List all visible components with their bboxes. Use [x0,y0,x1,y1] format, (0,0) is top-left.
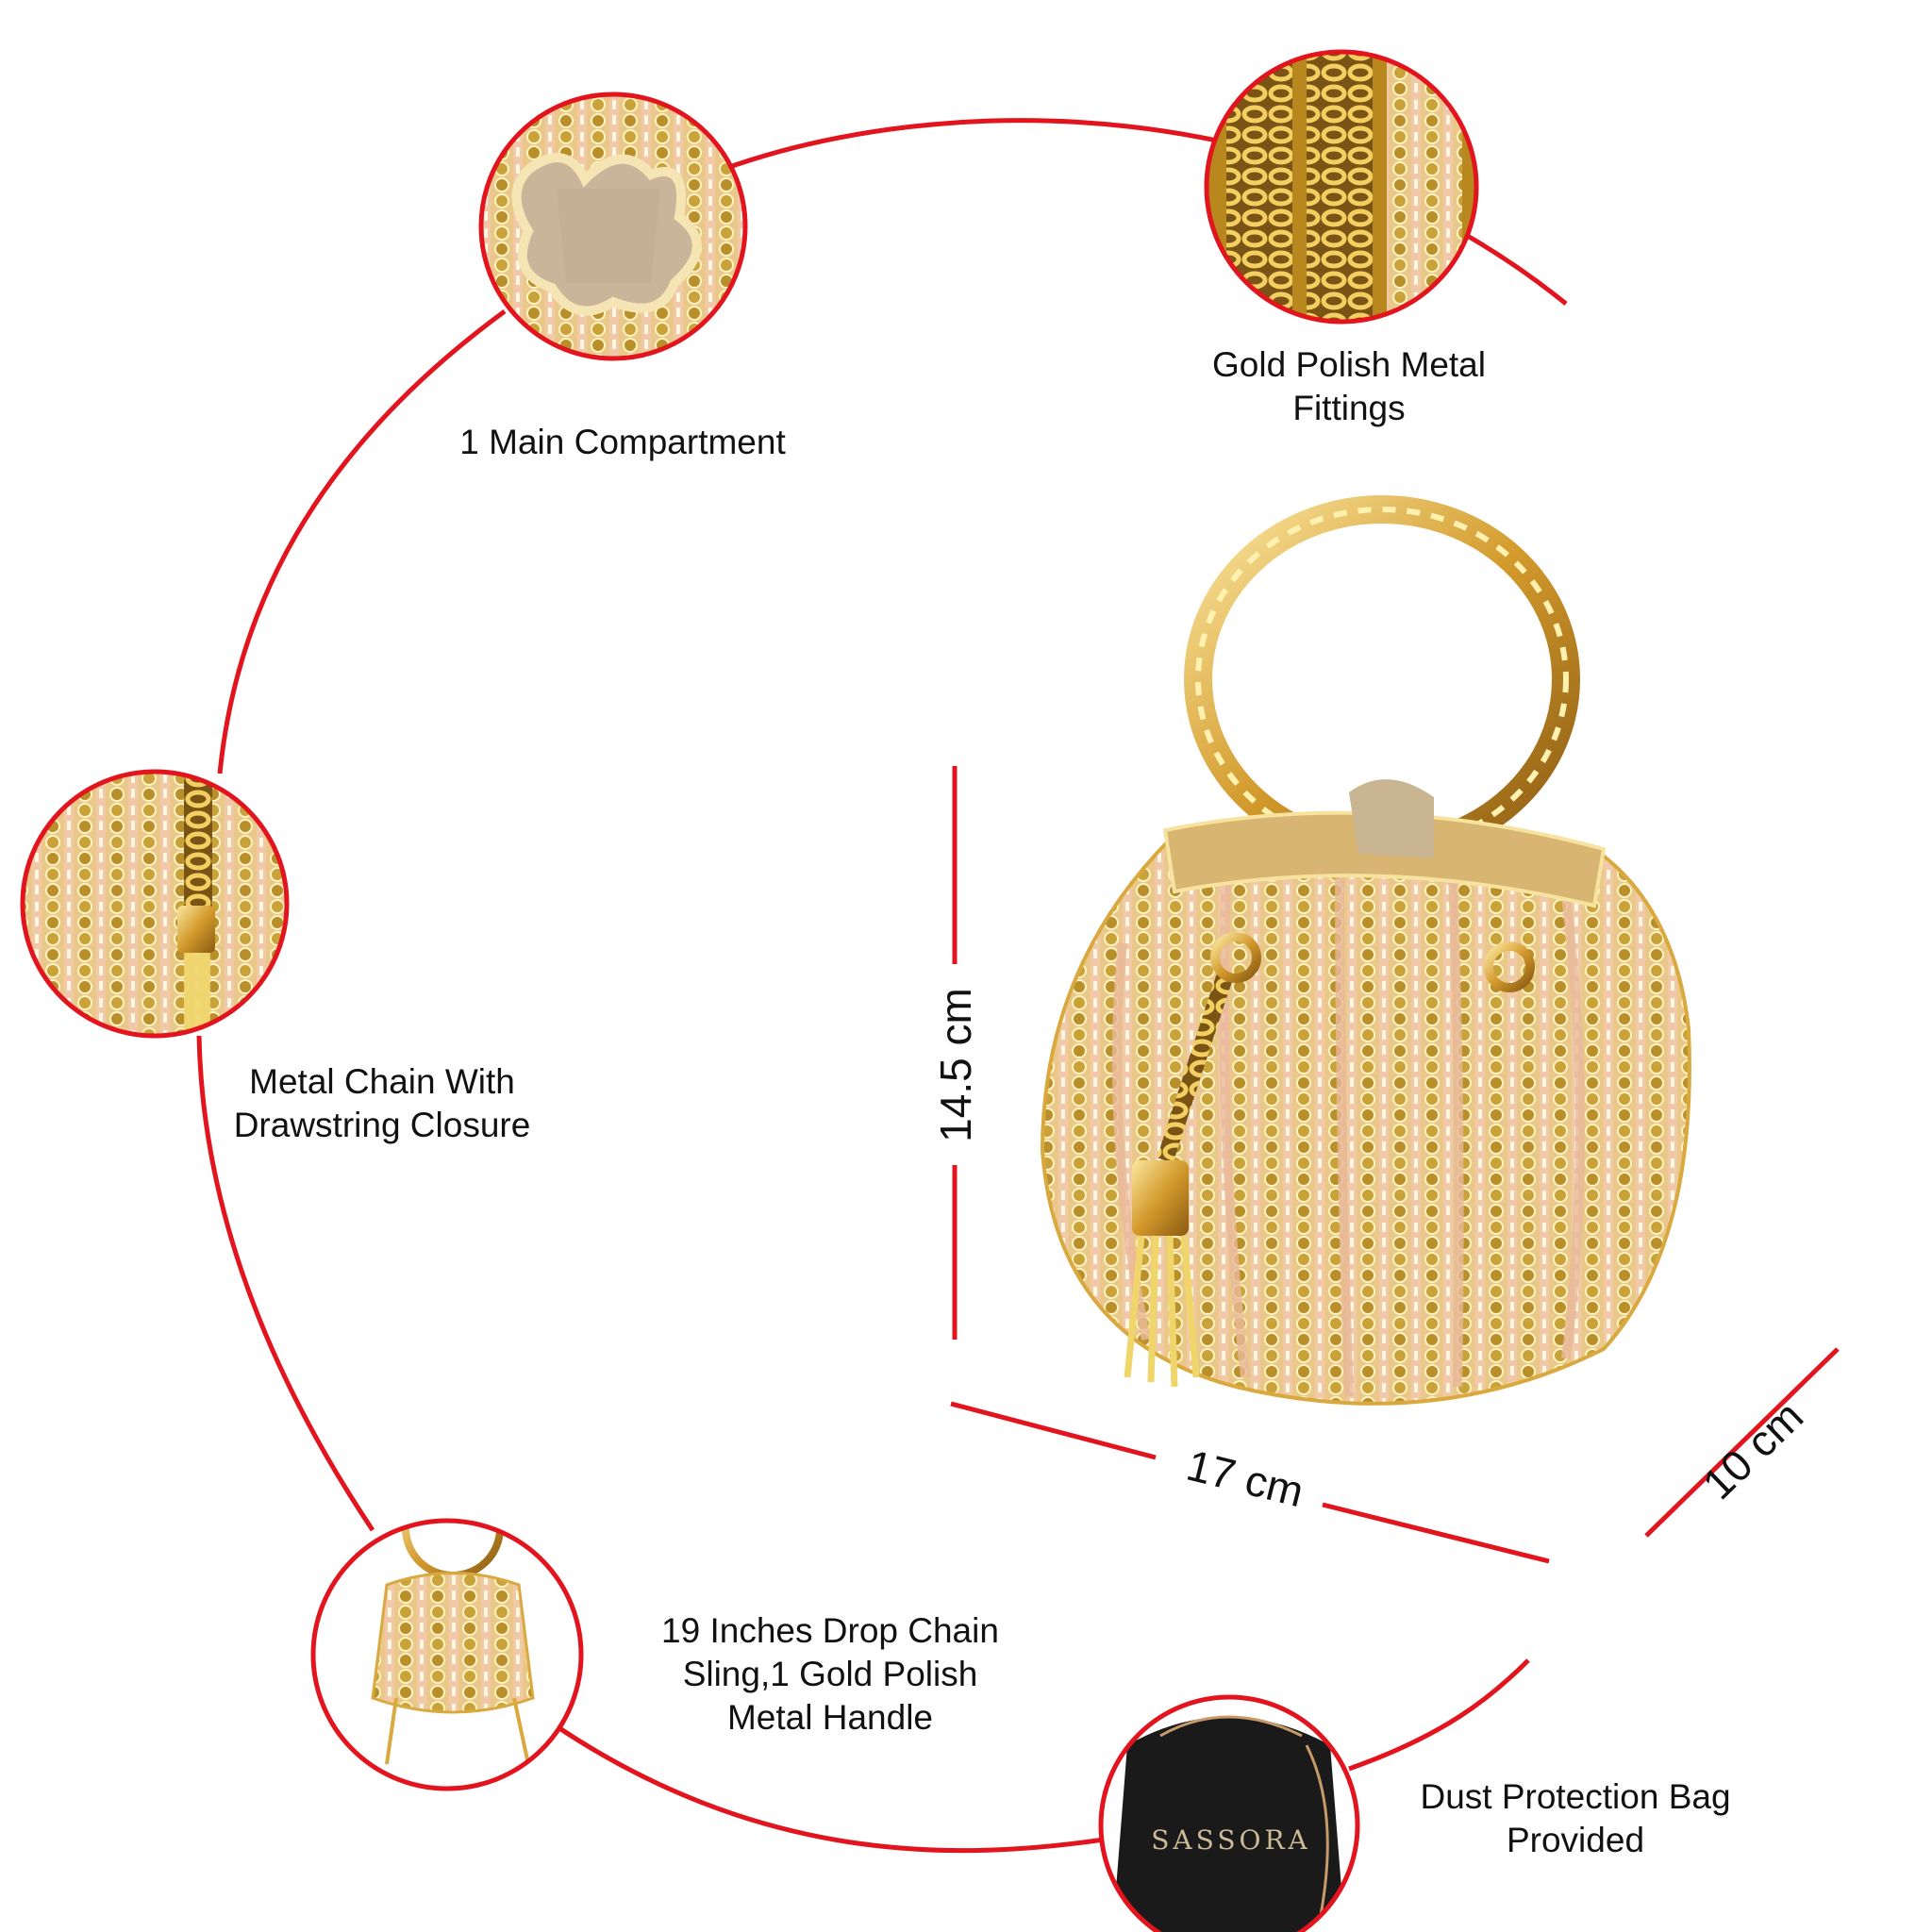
fittings-caption: Gold Polish Metal Fittings [1170,343,1528,430]
connector-arc-left [196,308,1530,1854]
handbag-product-image [1040,495,1691,1406]
dust-bag-brand: SASSORA [1151,1824,1311,1856]
sling-caption: 19 Inches Drop Chain Sling,1 Gold Polish… [641,1609,1019,1740]
dust-bag-thumbnail: SASSORA [1098,1694,1360,1932]
compartment-line-1: 1 Main Compartment [459,423,786,461]
depth-dimension-line [1644,1347,1840,1538]
dust-bag-line-1: Dust Protection Bag [1420,1777,1731,1816]
height-label: 14.5 cm [931,988,980,1142]
closure-thumbnail [20,769,290,1039]
closure-line-1: Metal Chain With [249,1062,515,1101]
width-dimension-line-left [950,1401,1157,1460]
sling-line-1: 19 Inches Drop Chain [661,1611,999,1650]
compartment-caption: 1 Main Compartment [443,421,802,464]
dust-bag-line-2: Provided [1506,1821,1645,1859]
fittings-line-1: Gold Polish Metal [1212,345,1486,384]
dust-bag-caption: Dust Protection Bag Provided [1387,1775,1764,1862]
sling-line-3: Metal Handle [726,1698,933,1737]
sling-thumbnail [310,1518,584,1791]
fittings-thumbnail [1204,49,1479,325]
closure-caption: Metal Chain With Drawstring Closure [208,1060,557,1147]
width-dimension-line-right [1322,1502,1550,1564]
sling-line-2: Sling,1 Gold Polish [682,1655,978,1693]
fittings-line-2: Fittings [1292,389,1406,427]
closure-line-2: Drawstring Closure [233,1106,531,1144]
compartment-thumbnail [478,92,748,361]
